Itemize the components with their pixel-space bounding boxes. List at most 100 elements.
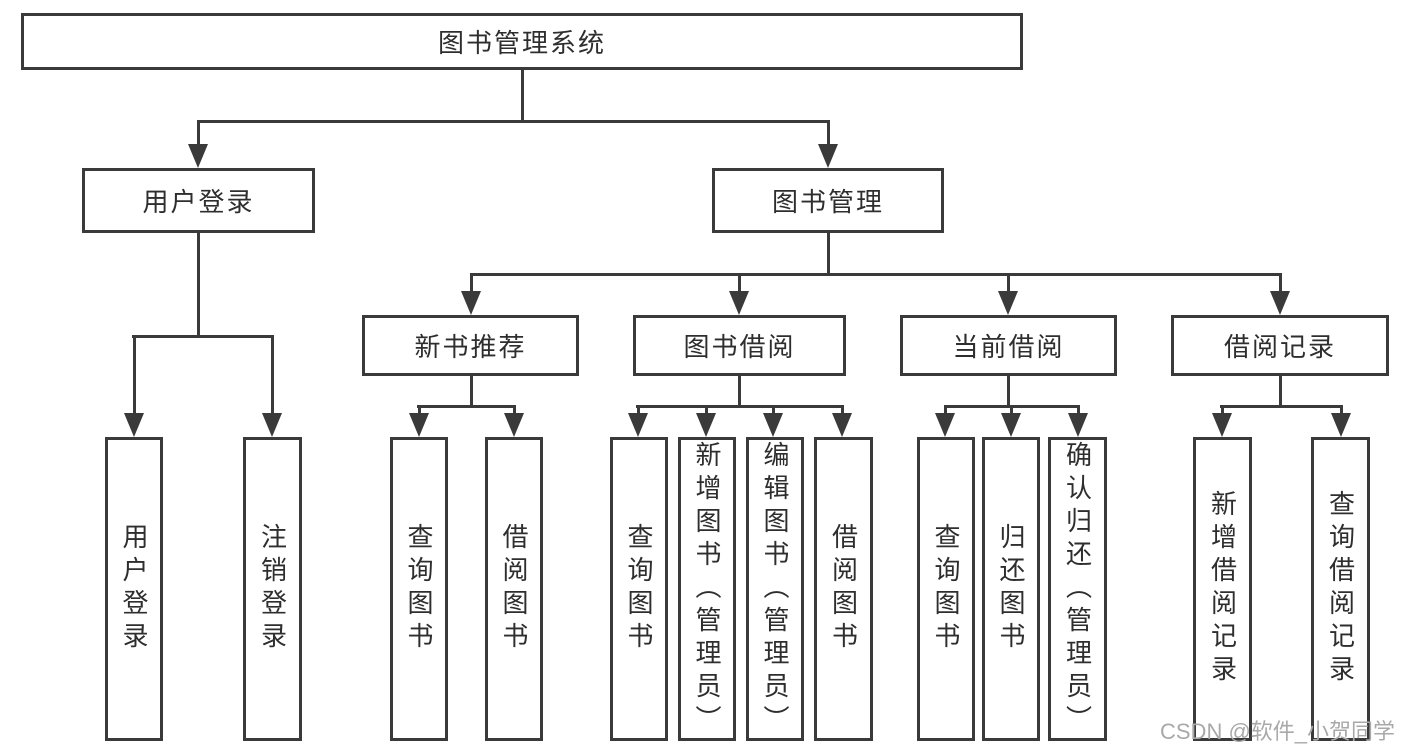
arrow-head [1331,413,1351,437]
arrow-stem [737,273,741,295]
node-label: 图书借阅 [683,332,796,362]
arrow-stem [826,120,830,148]
leaf-label: 查询图书 [624,523,654,655]
node-book-borrow: 图书借阅 [633,315,846,376]
leaf-add-books-admin: 新增图书（管理员） [678,437,736,741]
arrow-stem [1220,405,1224,417]
arrow-down-icon [124,335,144,437]
node-label: 当前借阅 [952,332,1065,362]
arrow-stem [270,335,274,417]
connector-line [132,335,274,338]
connector-line [1220,405,1343,408]
arrow-head [124,413,144,437]
arrow-down-icon [1068,405,1088,437]
arrow-down-icon [628,405,648,437]
arrow-head [729,291,749,315]
leaf-query-books-recommend: 查询图书 [390,437,448,741]
leaf-logout: 注销登录 [243,437,302,741]
connector-line [197,120,830,123]
arrow-head [696,413,716,437]
arrow-stem [1076,405,1080,417]
arrow-down-icon [1270,273,1290,315]
arrow-head [188,144,208,168]
connector-line [827,233,830,273]
arrow-head [461,291,481,315]
arrow-down-icon [504,405,524,437]
leaf-label: 查询借阅记录 [1325,490,1356,688]
leaf-label: 归还图书 [996,523,1026,655]
arrow-stem [1009,405,1013,417]
arrow-stem [469,273,473,295]
arrow-stem [512,405,516,417]
leaf-label: 借阅图书 [499,523,529,655]
arrow-head [832,413,852,437]
connector-line [1007,376,1010,405]
leaf-query-borrow-record: 查询借阅记录 [1311,437,1370,741]
arrow-down-icon [935,405,955,437]
csdn-watermark: CSDN @软件_小贺同学 [1160,719,1396,744]
leaf-user-login: 用户登录 [105,437,163,741]
arrow-stem [636,405,640,417]
connector-line [417,405,516,408]
node-user-login: 用户登录 [82,168,315,233]
arrow-stem [132,335,136,417]
connector-line [470,376,473,405]
connector-line [470,273,1282,276]
node-book-management: 图书管理 [712,168,944,233]
node-label: 图书管理系统 [437,28,606,58]
arrow-head [935,413,955,437]
arrow-head [262,413,282,437]
arrow-down-icon [1001,405,1021,437]
leaf-label: 借阅图书 [828,523,859,655]
arrow-head [818,144,838,168]
arrow-down-icon [461,273,481,315]
arrow-stem [704,405,708,417]
leaf-label: 查询图书 [931,523,961,655]
arrow-down-icon [729,273,749,315]
arrow-down-icon [188,120,208,168]
arrow-stem [840,405,844,417]
leaf-add-borrow-record: 新增借阅记录 [1193,437,1252,741]
node-label: 新书推荐 [414,332,527,362]
leaf-confirm-return-admin: 确认归还（管理员） [1048,437,1107,741]
arrow-down-icon [998,273,1018,315]
leaf-label: 新增借阅记录 [1207,490,1238,688]
arrow-down-icon [1331,405,1351,437]
arrow-down-icon [832,405,852,437]
arrow-head [763,413,783,437]
arrow-stem [943,405,947,417]
connector-line [636,405,844,408]
leaf-label: 确认归还（管理员） [1062,440,1093,738]
arrow-down-icon [763,405,783,437]
node-label: 借阅记录 [1223,332,1336,362]
arrow-stem [1278,273,1282,295]
arrow-down-icon [262,335,282,437]
arrow-down-icon [696,405,716,437]
connector-line [197,233,200,335]
arrow-stem [1006,273,1010,295]
leaf-borrow-books: 借阅图书 [814,437,873,741]
arrow-head [1068,413,1088,437]
leaf-return-books: 归还图书 [982,437,1040,741]
arrow-stem [417,405,421,417]
arrow-head [1270,291,1290,315]
arrow-head [628,413,648,437]
leaf-edit-books-admin: 编辑图书（管理员） [746,437,804,741]
connector-line [738,376,741,405]
leaf-borrow-books-recommend: 借阅图书 [485,437,543,741]
connector-line [521,70,524,120]
leaf-label: 新增图书（管理员） [692,440,722,738]
arrow-head [998,291,1018,315]
node-label: 图书管理 [771,187,884,217]
node-current-borrow: 当前借阅 [900,315,1117,376]
arrow-down-icon [409,405,429,437]
connector-line [1279,376,1282,405]
arrow-stem [1339,405,1343,417]
leaf-label: 查询图书 [404,523,434,655]
arrow-head [1001,413,1021,437]
leaf-query-books-current: 查询图书 [917,437,975,741]
leaf-label: 编辑图书（管理员） [760,440,790,738]
arrow-stem [771,405,775,417]
arrow-head [1212,413,1232,437]
